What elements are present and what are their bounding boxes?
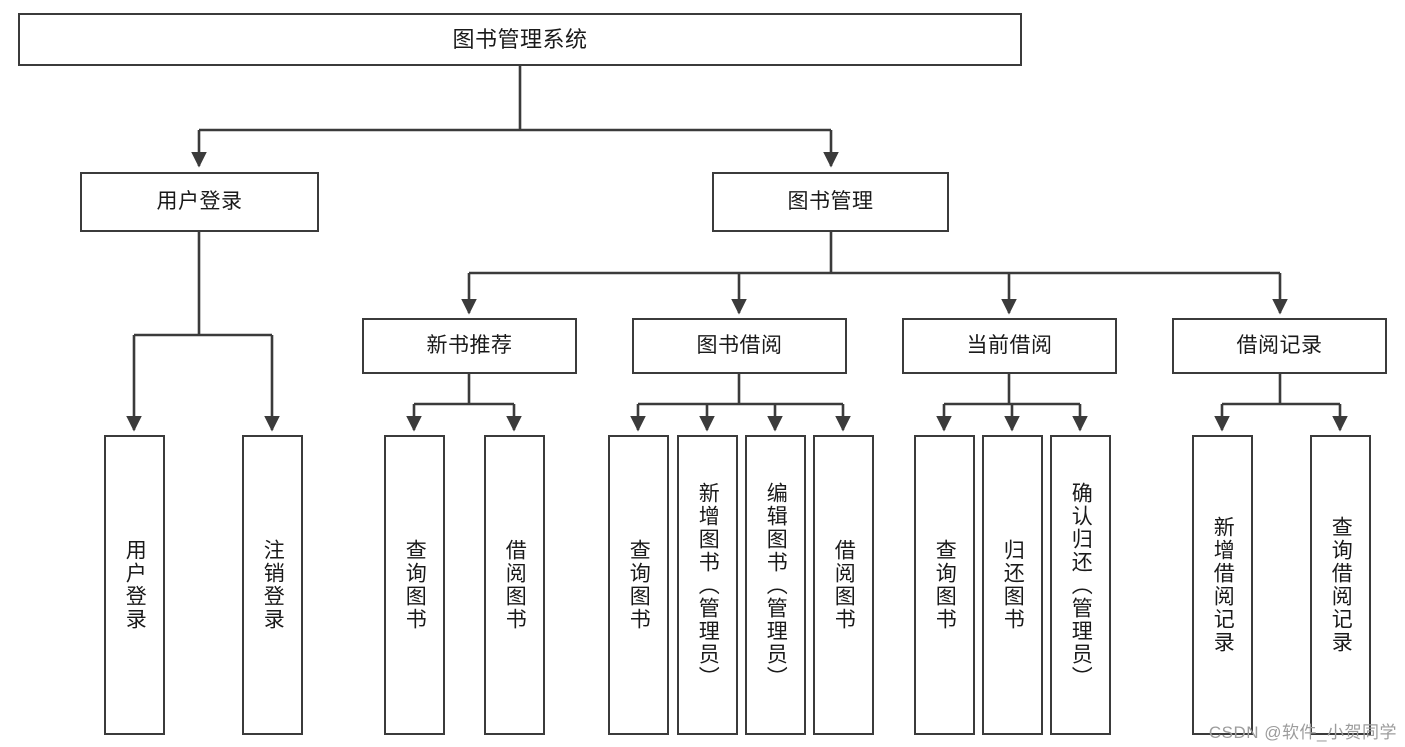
node-leaf-logout-login[interactable]: 注销登录: [242, 435, 303, 735]
node-label: 查询图书: [933, 539, 957, 631]
node-leaf-confirm-return[interactable]: 确认归还（管理员）: [1050, 435, 1111, 735]
node-label: 当前借阅: [966, 333, 1053, 357]
node-leaf-return-book[interactable]: 归还图书: [982, 435, 1043, 735]
node-label: 新书推荐: [426, 333, 513, 357]
node-label: 确认归还（管理员）: [1069, 481, 1093, 689]
node-leaf-add-book[interactable]: 新增图书（管理员）: [677, 435, 738, 735]
node-label: 查询图书: [627, 539, 651, 631]
node-label: 查询图书: [403, 539, 427, 631]
node-new-book-recommend[interactable]: 新书推荐: [362, 318, 577, 374]
node-label: 用户登录: [123, 539, 147, 631]
node-leaf-query-record[interactable]: 查询借阅记录: [1310, 435, 1371, 735]
node-user-login[interactable]: 用户登录: [80, 172, 319, 232]
node-label: 新增借阅记录: [1211, 516, 1235, 654]
node-label: 借阅记录: [1236, 333, 1323, 357]
node-label: 用户登录: [156, 189, 243, 213]
node-current-borrow[interactable]: 当前借阅: [902, 318, 1117, 374]
node-root-book-management-system[interactable]: 图书管理系统: [18, 13, 1022, 66]
node-label: 新增图书（管理员）: [696, 481, 720, 689]
node-label: 借阅图书: [503, 539, 527, 631]
node-label: 编辑图书（管理员）: [764, 481, 788, 689]
node-label: 借阅图书: [832, 539, 856, 631]
node-leaf-edit-book[interactable]: 编辑图书（管理员）: [745, 435, 806, 735]
node-leaf-user-login[interactable]: 用户登录: [104, 435, 165, 735]
node-leaf-query-book-2[interactable]: 查询图书: [608, 435, 669, 735]
node-leaf-borrow-book-1[interactable]: 借阅图书: [484, 435, 545, 735]
node-label: 注销登录: [261, 539, 285, 631]
node-book-borrow[interactable]: 图书借阅: [632, 318, 847, 374]
node-leaf-query-book-1[interactable]: 查询图书: [384, 435, 445, 735]
node-label: 图书管理: [787, 189, 874, 213]
node-leaf-add-record[interactable]: 新增借阅记录: [1192, 435, 1253, 735]
node-borrow-record[interactable]: 借阅记录: [1172, 318, 1387, 374]
node-label: 归还图书: [1001, 539, 1025, 631]
node-label: 图书管理系统: [452, 26, 588, 52]
node-label: 图书借阅: [696, 333, 783, 357]
node-label: 查询借阅记录: [1329, 516, 1353, 654]
node-leaf-query-book-3[interactable]: 查询图书: [914, 435, 975, 735]
watermark-text: CSDN @软件_小贺同学: [1208, 723, 1397, 742]
node-book-management[interactable]: 图书管理: [712, 172, 949, 232]
node-leaf-borrow-book-2[interactable]: 借阅图书: [813, 435, 874, 735]
